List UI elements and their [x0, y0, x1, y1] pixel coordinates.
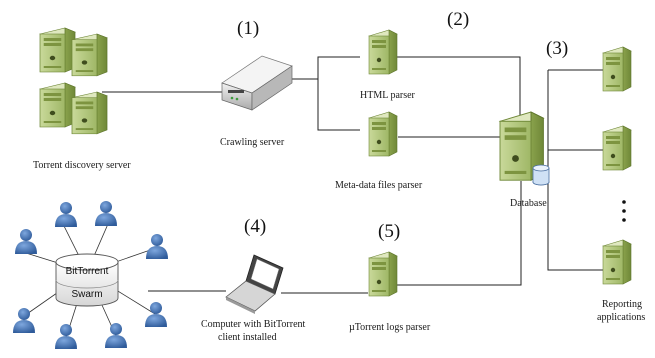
step-number-1: (1): [237, 18, 259, 39]
torrent-discovery-server-icon: [39, 27, 108, 135]
computer-label-line2: client installed: [218, 332, 277, 343]
logs-parser-icon: [368, 251, 398, 297]
line-html-db: [396, 56, 521, 115]
reporting-ellipsis-icon: [622, 200, 626, 222]
step-number-2: (2): [447, 9, 469, 30]
reporting-label-line2: applications: [597, 312, 645, 323]
user-icon: [105, 323, 127, 348]
step-number-3: (3): [546, 38, 568, 59]
user-icon: [13, 308, 35, 333]
swarm-cylinder: [55, 253, 119, 307]
torrent-discovery-server-label: Torrent discovery server: [33, 160, 131, 171]
line-db-logs: [396, 181, 522, 286]
line-db-reporting-bus: [547, 70, 603, 271]
html-parser-icon: [368, 29, 398, 75]
user-icon: [146, 234, 168, 259]
user-icon: [55, 324, 77, 349]
laptop-computer-icon: [225, 254, 284, 314]
database-label: Database: [510, 198, 547, 209]
html-parser-label: HTML parser: [360, 90, 416, 101]
user-icon: [15, 229, 37, 254]
user-icon: [55, 202, 77, 227]
metadata-parser-icon: [368, 111, 398, 157]
computer-label-line1: Computer with BitTorrent: [201, 319, 306, 330]
reporting-server-1-icon: [602, 46, 632, 92]
step-number-5: (5): [378, 221, 400, 242]
user-icon: [95, 201, 117, 226]
crawling-server-icon: [221, 55, 293, 111]
metadata-parser-label: Meta-data files parser: [335, 180, 423, 191]
swarm-label-line2: Swarm: [71, 289, 102, 300]
user-icon: [145, 302, 167, 327]
crawling-server-label: Crawling server: [220, 137, 285, 148]
swarm-label-line1: BitTorrent: [66, 266, 109, 277]
logs-parser-label: µTorrent logs parser: [349, 322, 431, 333]
connection-lines: [102, 56, 603, 294]
step-number-4: (4): [244, 216, 266, 237]
reporting-server-3-icon: [602, 239, 632, 285]
reporting-label-line1: Reporting: [602, 299, 642, 310]
line-crawler-meta: [317, 79, 360, 131]
line-crawler-html: [285, 56, 360, 80]
database-cylinder-icon: [532, 164, 550, 186]
reporting-server-2-icon: [602, 125, 632, 171]
